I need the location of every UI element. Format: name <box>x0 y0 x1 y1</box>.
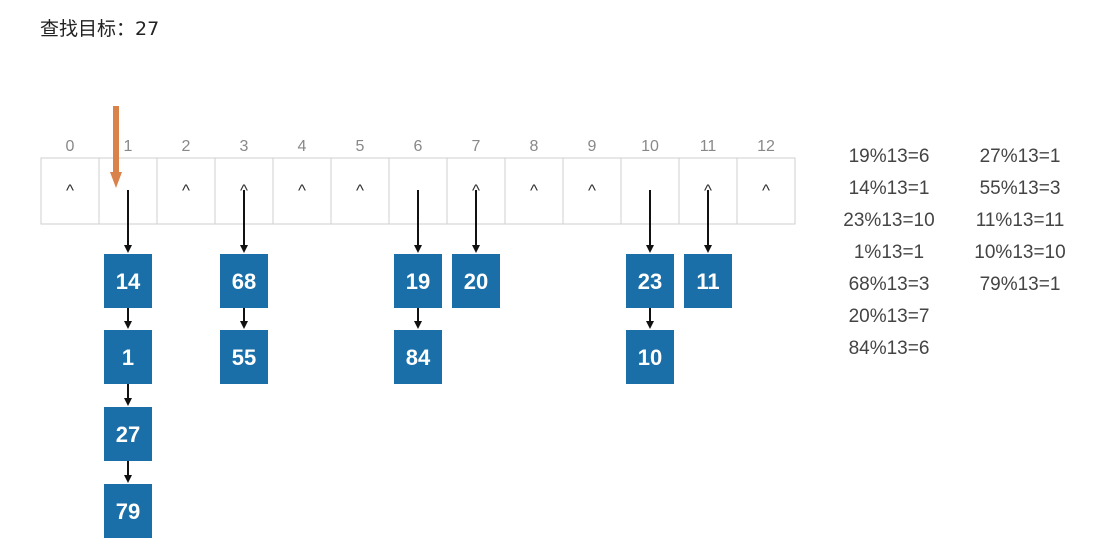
bucket-index-label: 3 <box>240 138 249 155</box>
chain-node-value: 1 <box>122 345 134 370</box>
chain-node <box>104 254 152 308</box>
bucket-index-label: 10 <box>641 138 659 155</box>
search-target-title: 查找目标：27 <box>40 18 160 40</box>
null-marker: ^ <box>762 181 770 200</box>
hash-formula: 1%13=1 <box>853 242 925 263</box>
null-marker: ^ <box>182 181 190 200</box>
chain-node-value: 14 <box>116 269 141 294</box>
hash-formula: 55%13=3 <box>979 178 1061 199</box>
hash-formula: 84%13=6 <box>848 338 930 359</box>
chain-node-value: 10 <box>638 345 662 370</box>
chain-node-value: 11 <box>696 269 719 294</box>
chain-node <box>104 330 152 384</box>
bucket-index-label: 4 <box>298 138 307 155</box>
bucket-index-label: 1 <box>124 138 133 155</box>
chain-node <box>684 254 732 308</box>
chain-node-value: 79 <box>116 499 140 524</box>
bucket-index-label: 5 <box>356 138 365 155</box>
bucket-index-label: 9 <box>588 138 597 155</box>
hash-formula: 19%13=6 <box>848 146 930 167</box>
bucket-index-label: 2 <box>182 138 191 155</box>
bucket-index-label: 7 <box>472 138 481 155</box>
hash-formula: 10%13=10 <box>974 242 1066 263</box>
search-pointer-shaft <box>113 106 119 174</box>
chain-node <box>220 254 268 308</box>
null-marker: ^ <box>356 181 364 200</box>
null-marker: ^ <box>588 181 596 200</box>
chain-node-value: 55 <box>232 345 256 370</box>
chain-node-value: 27 <box>116 422 140 447</box>
chain-node <box>394 254 442 308</box>
chain-node <box>104 484 152 538</box>
chain-node <box>104 407 152 461</box>
hash-formula: 68%13=3 <box>848 274 930 295</box>
chain-node <box>626 254 674 308</box>
bucket-index-label: 11 <box>700 138 717 155</box>
chain-node <box>626 330 674 384</box>
chain-node <box>220 330 268 384</box>
hash-formula: 27%13=1 <box>979 146 1061 167</box>
null-marker: ^ <box>530 181 538 200</box>
hash-formula: 20%13=7 <box>848 306 930 327</box>
hash-formula: 14%13=1 <box>848 178 930 199</box>
null-marker: ^ <box>66 181 74 200</box>
chain-node-value: 23 <box>638 269 662 294</box>
chain-node-value: 84 <box>406 345 431 370</box>
hash-formula: 79%13=1 <box>979 274 1061 295</box>
chain-node <box>452 254 500 308</box>
bucket-index-label: 12 <box>757 138 775 155</box>
chain-node-value: 19 <box>406 269 430 294</box>
chain-node <box>394 330 442 384</box>
chain-node-value: 20 <box>464 269 488 294</box>
hash-formula: 23%13=10 <box>843 210 935 231</box>
bucket-index-label: 8 <box>530 138 539 155</box>
hash-formula: 11%13=11 <box>975 210 1065 231</box>
search-pointer-arrow <box>110 172 122 188</box>
null-marker: ^ <box>298 181 306 200</box>
bucket-index-label: 6 <box>414 138 423 155</box>
chain-node-value: 68 <box>232 269 256 294</box>
bucket-index-label: 0 <box>66 138 75 155</box>
